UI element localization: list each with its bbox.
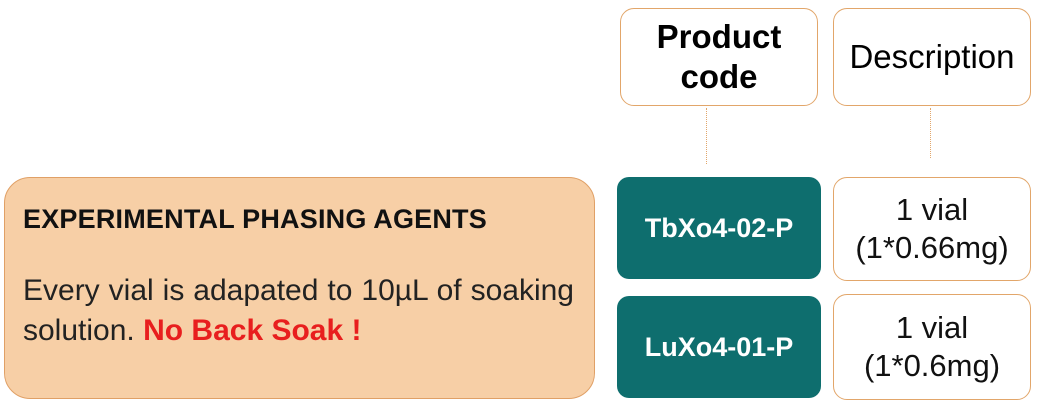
info-panel: EXPERIMENTAL PHASING AGENTS Every vial i… [4, 177, 595, 399]
panel-title: EXPERIMENTAL PHASING AGENTS [23, 204, 487, 234]
description-1-line2: (1*0.66mg) [855, 230, 1009, 265]
product-code-box-2: LuXo4-01-P [617, 296, 821, 398]
product-code-1: TbXo4-02-P [644, 212, 794, 243]
product-code-connector [706, 108, 707, 164]
product-code-2: LuXo4-01-P [644, 331, 794, 362]
description-header-label: Description [849, 38, 1015, 75]
panel-text: Every vial is adapated to 10µL of soakin… [23, 271, 574, 351]
description-2-line1: 1 vial [895, 310, 969, 345]
product-code-header-line1: Product [656, 18, 782, 55]
product-code-box-1: TbXo4-02-P [617, 177, 821, 279]
description-box-1: 1 vial (1*0.66mg) [833, 177, 1031, 281]
no-back-soak-warning: No Back Soak ! [143, 314, 362, 347]
description-connector [930, 108, 931, 158]
panel-text-body: Every vial is adapated to 10µL of soakin… [23, 274, 574, 347]
description-2-line2: (1*0.6mg) [863, 348, 1001, 383]
description-1-line1: 1 vial [895, 192, 969, 227]
description-header: Description [833, 8, 1031, 106]
product-code-header: Product code [620, 8, 818, 106]
product-code-header-line2: code [680, 58, 758, 95]
description-box-2: 1 vial (1*0.6mg) [833, 294, 1031, 400]
